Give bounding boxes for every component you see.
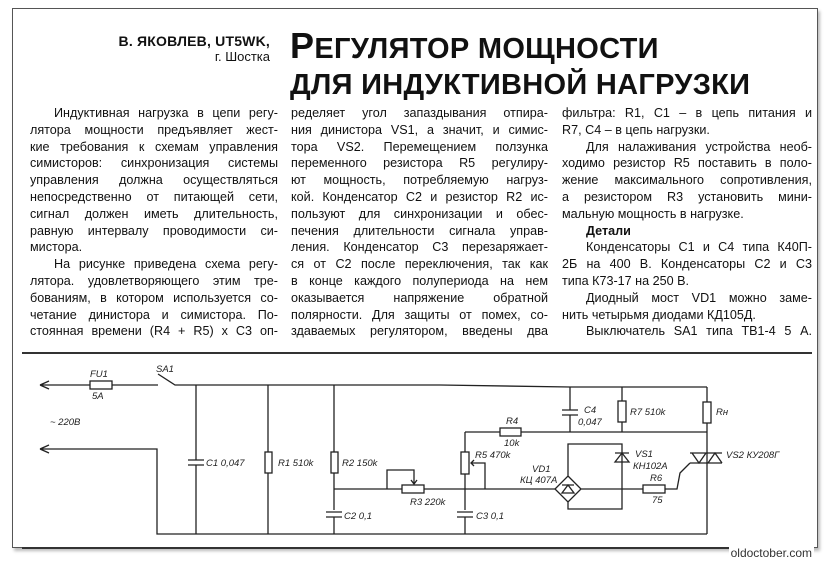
text-line: фильтра: R1, С1 – в цепь питания и [562,106,812,120]
text-line: ния динистора VS1, а значит, и симис- [291,122,548,137]
r6-label: R6 [650,473,663,484]
r1-resistor [264,385,273,534]
text-line: печения длительности сигнала управ- [291,223,548,238]
text-column-3: фильтра: R1, С1 – в цепь питания и R7, С4… [562,105,812,340]
c4-capacitor [562,387,578,432]
text-column-1: Индуктивная нагрузка в цепи регу-лятора … [30,105,278,340]
r3-trimmer [334,469,555,494]
text-line: Выключатель SA1 типа ТВ1-4 5 А. [586,324,812,339]
text-line: ют мощность, потребляемую нагруз- [291,173,548,188]
c1-capacitor [188,385,204,534]
c2-label: C2 0,1 [344,511,372,522]
r6-resistor [642,462,691,494]
c1-label: C1 0,047 [206,458,245,469]
text-line: управления должна осуществляться [30,173,278,188]
text-line: R7, С4 – в цепь нагрузки. [562,122,710,137]
text-line: Диодный мост VD1 можно заме- [586,290,812,305]
text-line: нить четырьмя диодами КД105Д. [562,307,756,322]
text-line: симисторов: синхронизация системы [30,156,278,171]
text-line: в конце каждого полупериода на нем [291,273,548,288]
vs1-type: КН102А [633,461,668,472]
mains-label: ~ 220В [50,417,81,428]
text-line: кие требования к схемам управления [30,139,278,154]
text-line: ределяет угол запаздывания отпира- [291,106,548,120]
text-line: четание динистора и симистора. По- [30,307,278,322]
text-line: типа К73-17 на 250 В. [562,273,690,288]
text-line: стоянная времени (R4 + R5) х С3 оп- [30,324,278,339]
r2-label: R2 150k [342,458,379,469]
text-line: лятора. удовлетворяющего этим тре- [30,273,278,288]
r5-label: R5 470k [475,450,512,461]
text-line: здаваемых регулятором, введены два [291,324,548,339]
vd1-diode-bridge [554,443,643,510]
text-line: мистора. [30,240,83,255]
text-line: Индуктивная нагрузка в цепи регу- [54,106,278,120]
text-line: непосредственно от питающей сети, [30,189,278,204]
text-line: Конденсаторы С1 и С4 типа К40П- [586,240,812,255]
vs2-label: VS2 КУ208Г [726,450,780,461]
text-line: оказывается напряжение обратной [291,290,548,305]
c3-capacitor [457,511,473,534]
r6-value: 75 [652,495,663,506]
text-line: а резистором R3 установить мини- [562,189,812,204]
text-line: бованиям, в котором используется со- [30,290,278,305]
r4-label: R4 [506,416,518,427]
load-resistor [702,387,712,534]
text-line: лятора мощности предъявляет жест- [30,122,278,137]
text-line: На рисунке приведена схема регу- [54,257,278,272]
fu1-rating: 5A [92,391,104,402]
vs1-label: VS1 [635,449,653,460]
text-line: Для налаживания устройства необ- [586,139,812,154]
r4-resistor [465,427,707,437]
text-line: Детали [586,223,631,238]
circuit-schematic: FU1 5A SA1 ~ 220В C1 0,047 R1 510k R2 15… [22,352,812,549]
text-column-2: ределяет угол запаздывания отпира-ния ди… [291,105,548,340]
r3-label: R3 220k [410,497,447,508]
author-block: В. ЯКОВЛЕВ, UT5WK, г. Шостка [119,33,270,65]
text-line: 2Б на 400 В. Конденсаторы С2 и С3 [562,257,812,272]
r4-value: 10k [504,438,521,449]
text-line: ления. Конденсатор С3 перезаряжает- [291,240,548,255]
article-title: РЕГУЛЯТОР МОЩНОСТИ ДЛЯ ИНДУКТИВНОЙ НАГРУ… [290,28,750,103]
watermark: oldoctober.com [728,546,814,560]
load-label: Rн [716,407,729,418]
title-initial: Р [290,25,315,66]
r1-label: R1 510k [278,458,315,469]
vs1-dinistor [613,451,631,463]
r7-label: R7 510k [630,407,667,418]
text-line: полярности. Для защиты от помех, со- [291,307,548,322]
title-line-1: ЕГУЛЯТОР МОЩНОСТИ [314,33,659,65]
text-line: переменного резистора R5 регулиру- [291,156,548,171]
r2-resistor [330,385,339,510]
r5-potentiometer [460,432,486,510]
text-line: равную интервалу проводимости си- [30,223,278,238]
text-line: ходимо резистор R5 поставить в поло- [562,156,812,171]
text-line: мальную мощность в нагрузке. [562,206,744,221]
c4-label: C4 [584,405,596,416]
text-line: тора VS2. Перемещением ползунка [291,139,548,154]
text-line: жение максимального сопротивления, [562,173,812,188]
sa1-label: SA1 [156,364,174,375]
author-city: г. Шостка [214,49,270,64]
mains-input [39,373,440,535]
c2-capacitor [326,511,342,534]
text-line: сигнал должен иметь длительность, [30,206,278,221]
vd1-type: КЦ 407А [520,475,557,486]
author-name: В. ЯКОВЛЕВ, UT5WK, [118,33,270,49]
title-line-2: ДЛЯ ИНДУКТИВНОЙ НАГРУЗКИ [290,69,751,101]
c3-label: C3 0,1 [476,511,504,522]
text-line: кой. Конденсатор С2 и резистор R2 ис- [291,189,548,204]
vs2-triac [690,451,723,465]
vd1-label: VD1 [532,464,550,475]
c4-value: 0,047 [578,417,602,428]
fu1-label: FU1 [90,369,108,380]
text-line: пользуют для синхронизации и обес- [291,206,548,221]
r7-resistor [617,387,627,432]
text-line: ся от С2 после переключения, так как [291,257,548,272]
